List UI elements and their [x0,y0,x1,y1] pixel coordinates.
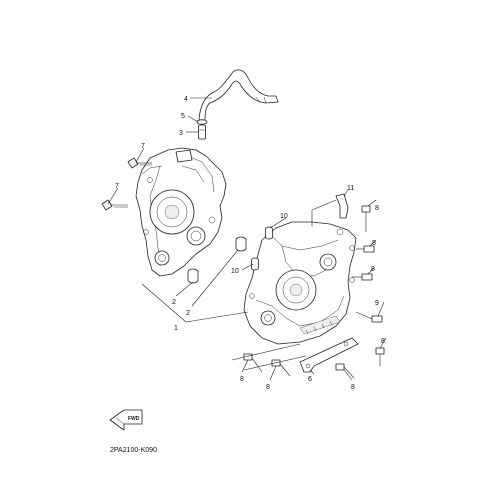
hose-clamp [196,119,208,125]
label-part-4: 4 [184,96,188,103]
fwd-marker-text: FWD [128,416,140,422]
bolt-8-g [271,359,291,377]
part-labels: 4 5 3 7 7 10 10 11 8 8 8 9 8 8 6 8 8 2 2… [115,96,385,391]
label-part-8-f: 8 [240,376,244,383]
bolt-8-a [361,205,371,232]
label-part-7-upper: 7 [141,143,145,150]
label-part-8-e: 8 [351,384,355,391]
bolt-8-d [375,347,385,366]
collar-upper [265,226,273,240]
bracket [335,193,349,219]
right-crankcase [243,221,357,345]
collar-lower [251,257,259,271]
breather-hose [198,69,279,122]
bolt-8-e [335,363,355,379]
label-part-9: 9 [375,300,379,307]
bolt-9 [355,311,383,323]
breather-fitting [198,124,206,140]
label-part-3: 3 [179,130,183,137]
dowel-pin-upper [235,236,247,252]
label-part-7-lower: 7 [115,183,119,190]
label-part-8-b: 8 [372,240,376,247]
dowel-pin-lower [187,268,199,284]
label-part-2-lower: 2 [186,310,190,317]
plate [299,337,359,373]
label-part-5: 5 [181,113,185,120]
label-part-8-d: 8 [381,338,385,345]
label-part-2-upper: 2 [172,299,176,306]
label-part-8-a: 8 [375,205,379,212]
label-part-1: 1 [174,325,178,332]
label-part-8-c: 8 [371,266,375,273]
label-part-6: 6 [308,376,312,383]
bolt-7-lower [101,199,128,211]
leader-lines [107,97,387,381]
bolt-8-c [352,273,373,281]
label-part-11: 11 [347,185,354,192]
label-part-8-g: 8 [266,384,270,391]
bolt-8-b [356,245,375,253]
left-crankcase [135,147,227,277]
bolt-7-upper [127,157,152,169]
reference-code: 2PA2100-K090 [110,447,157,454]
label-part-10-lower: 10 [231,268,239,275]
label-part-10-upper: 10 [280,213,288,220]
fwd-arrow-icon: FWD [109,409,143,431]
